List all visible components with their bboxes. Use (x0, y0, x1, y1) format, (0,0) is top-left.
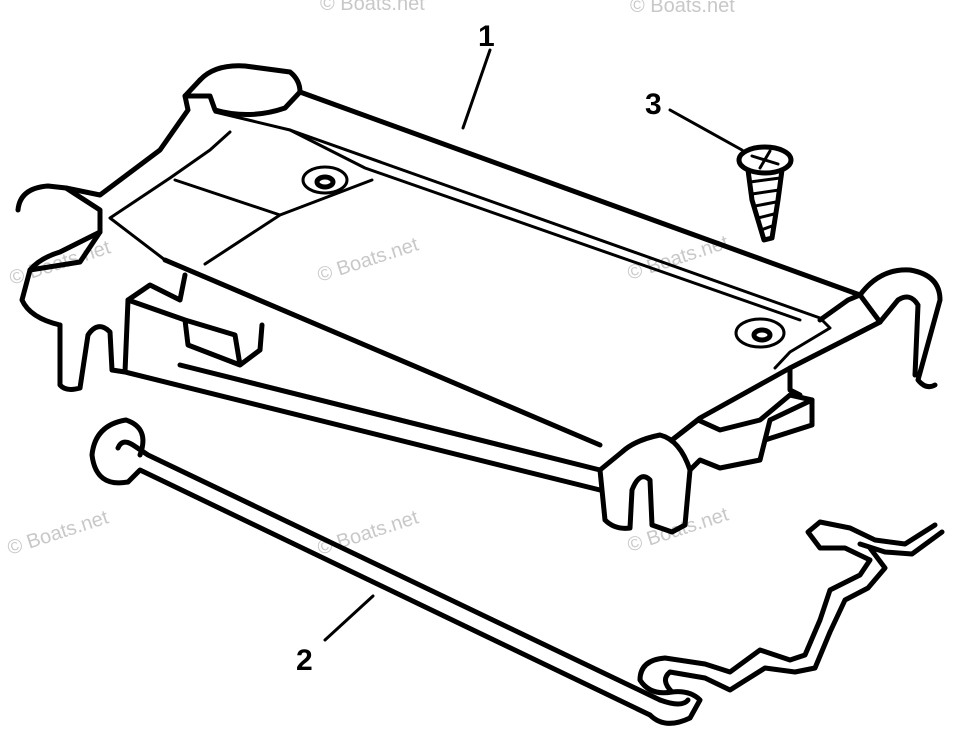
watermark-text: © Boats.net (5, 506, 112, 559)
watermark-text: © Boats.net (315, 506, 422, 559)
watermark-text: © Boats.net (630, 0, 735, 17)
wire-retainer-part-2 (89, 417, 945, 726)
watermark-text: © Boats.net (320, 0, 425, 15)
screw-part-3 (736, 144, 794, 243)
bracket-part-1 (15, 63, 943, 535)
callout-label-1: 1 (478, 20, 495, 53)
leader-line-2 (323, 594, 375, 642)
watermarks: © Boats.net © Boats.net © Boats.net © Bo… (5, 0, 735, 560)
leader-line-3 (668, 108, 744, 152)
watermark-text: © Boats.net (315, 233, 422, 286)
callout-leaders (323, 48, 744, 642)
leader-line-1 (461, 48, 492, 130)
callout-label-2: 2 (296, 644, 313, 677)
callout-label-3: 3 (645, 88, 662, 121)
